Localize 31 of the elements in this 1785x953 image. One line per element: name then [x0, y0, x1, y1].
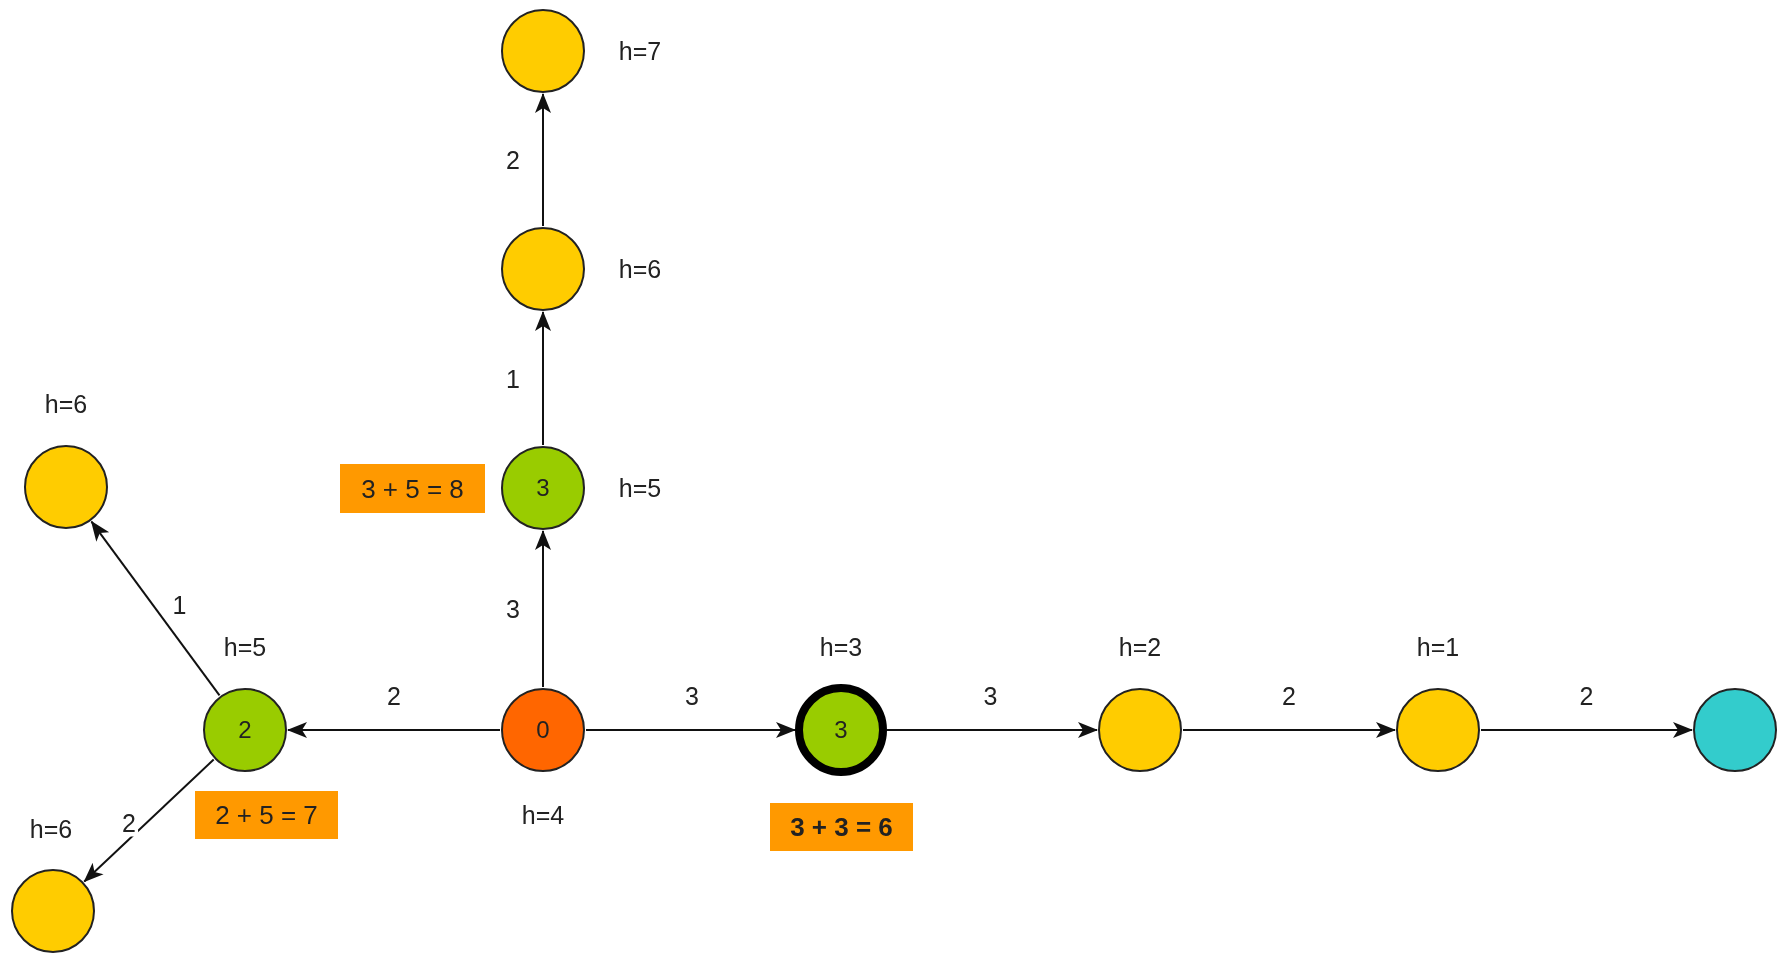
arrow — [1480, 722, 1693, 738]
cost-formula: 3 + 5 = 8 — [361, 475, 464, 502]
cost-label-box — [195, 791, 338, 839]
heuristic-label: h=5 — [618, 475, 662, 501]
arrow — [585, 722, 796, 738]
heuristic-label: h=6 — [618, 256, 662, 282]
cost-label-box — [340, 464, 485, 513]
cost-label-box — [770, 803, 913, 851]
heuristic-label: h=6 — [29, 816, 73, 842]
arrow — [535, 530, 551, 688]
arrow — [886, 722, 1098, 738]
heuristic-label: h=5 — [223, 634, 267, 660]
graph-node-circle — [11, 869, 95, 953]
arrow — [83, 758, 215, 883]
cost-formula: 2 + 5 = 7 — [215, 802, 318, 828]
heuristic-label: h=7 — [618, 38, 662, 64]
heuristic-label: h=1 — [1416, 634, 1460, 660]
node-value: 2 — [238, 718, 252, 742]
cost-formula: 3 + 3 = 6 — [790, 814, 893, 840]
heuristic-label: h=6 — [44, 391, 88, 417]
arrow — [1182, 722, 1396, 738]
node-value: 3 — [834, 718, 848, 742]
arrow — [90, 520, 221, 697]
node-value: 0 — [536, 718, 550, 742]
heuristic-label: h=3 — [819, 634, 863, 660]
arrow — [535, 311, 551, 446]
node-value: 3 — [536, 476, 550, 500]
arrow — [287, 722, 501, 738]
arrow — [535, 93, 551, 227]
heuristic-label: h=2 — [1118, 634, 1162, 660]
heuristic-label: h=4 — [521, 802, 565, 828]
